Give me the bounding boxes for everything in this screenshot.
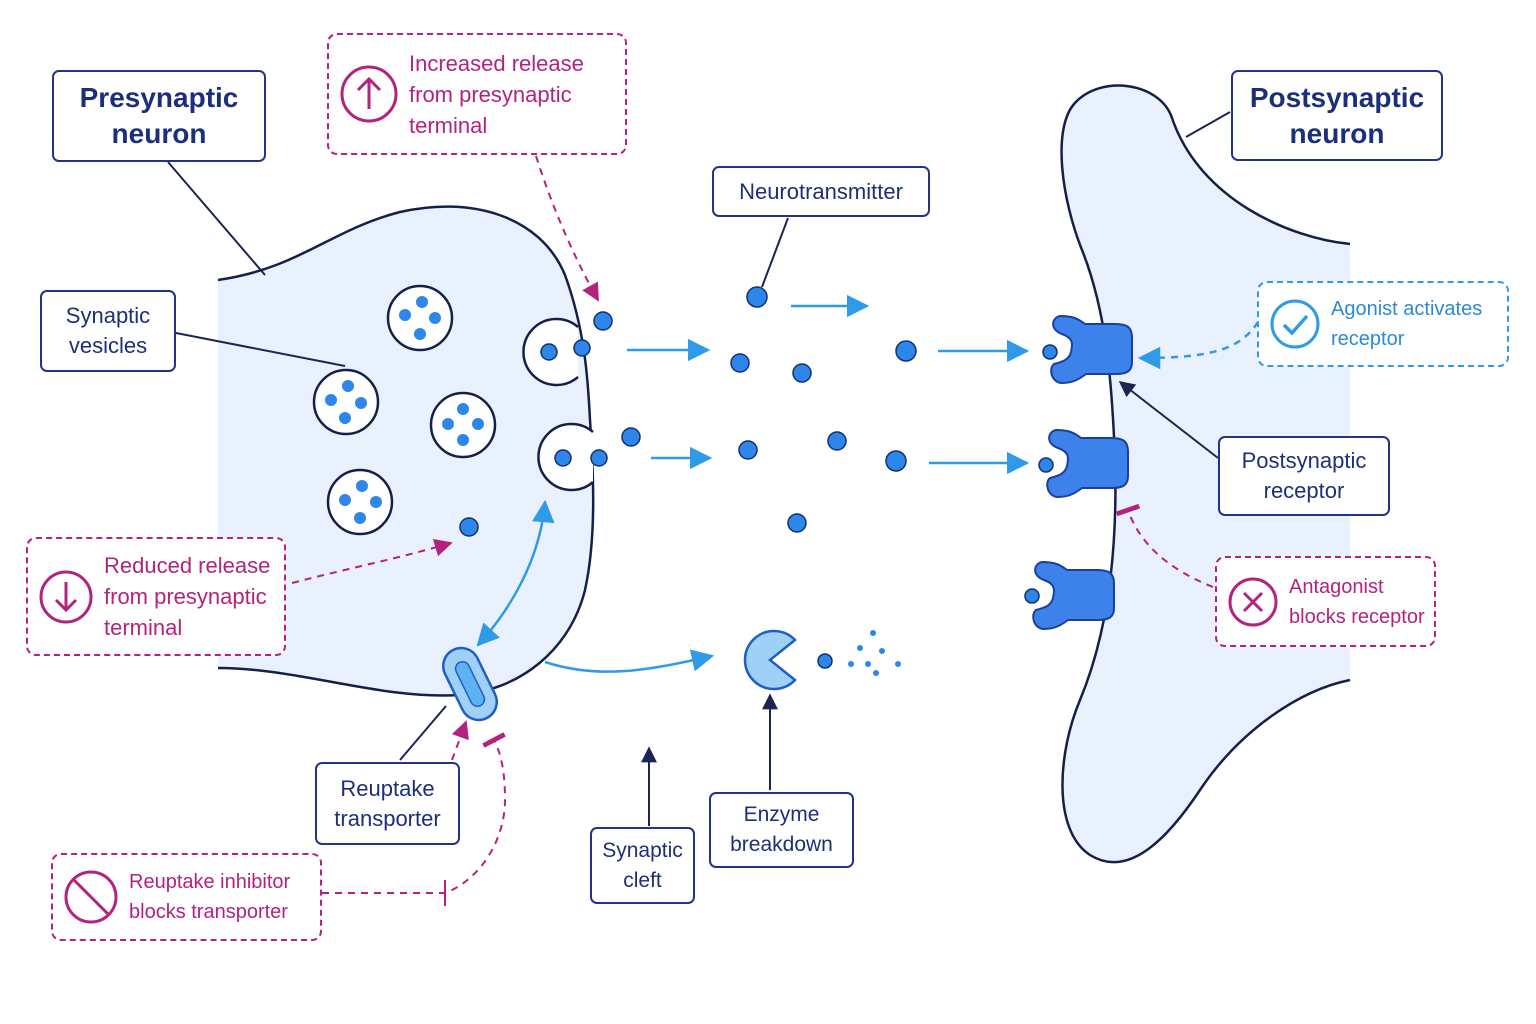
- synaptic-vesicle: [312, 368, 380, 436]
- release-pocket-2: [537, 422, 608, 492]
- postsynaptic-receptor-1: [1042, 314, 1133, 385]
- reuptake-transporter-label: Reuptake transporter: [315, 762, 460, 845]
- presynaptic-neuron-label: Presynaptic neuron: [52, 70, 266, 162]
- prohibited-icon: [64, 870, 118, 924]
- up-arrow-circle-icon: [340, 65, 398, 123]
- increased-release-annotation: Increased release from presynaptic termi…: [327, 33, 627, 155]
- increased-release-arrow: [535, 155, 599, 302]
- synaptic-vesicles-label: Synaptic vesicles: [40, 290, 176, 372]
- agonist-annotation: Agonist activates receptor: [1257, 281, 1509, 367]
- reduced-release-arrow: [291, 538, 453, 584]
- reduced-release-annotation: Reduced release from presynaptic termina…: [26, 537, 286, 656]
- postsynaptic-receptor-3: [1024, 560, 1115, 631]
- antagonist-block-line: [1115, 503, 1214, 588]
- postsynaptic-neuron-label: Postsynaptic neuron: [1231, 70, 1443, 161]
- postsynaptic-neuron-body: [1061, 85, 1350, 863]
- to-enzyme-arrow: [544, 649, 715, 673]
- neurotransmitter-label: Neurotransmitter: [712, 166, 930, 217]
- inhibitor-arrow: [451, 720, 469, 761]
- free-neurotransmitter: [459, 517, 479, 537]
- reuptake-inhibitor-annotation: Reuptake inhibitor blocks transporter: [51, 853, 322, 941]
- down-arrow-circle-icon: [39, 570, 93, 623]
- inhibitor-block-line: [322, 732, 507, 894]
- synaptic-vesicle: [386, 284, 454, 352]
- enzyme-breakdown-label: Enzyme breakdown: [709, 792, 854, 868]
- agonist-arrow: [1137, 321, 1260, 370]
- synaptic-cleft-label: Synaptic cleft: [590, 827, 695, 904]
- reuptake-arrow: [476, 499, 555, 647]
- synaptic-vesicle: [326, 468, 394, 536]
- release-pocket-1: [522, 317, 591, 387]
- postsynaptic-receptor-2: [1038, 428, 1129, 499]
- cleft-neurotransmitters: [593, 286, 917, 669]
- reuptake-transporter-protein: [441, 646, 499, 722]
- x-circle-icon: [1228, 577, 1278, 626]
- synaptic-vesicle: [429, 391, 497, 459]
- antagonist-annotation: Antagonist blocks receptor: [1215, 556, 1436, 647]
- breakdown-fragments: [848, 630, 901, 676]
- checkmark-circle-icon: [1270, 299, 1320, 349]
- enzyme-icon: [743, 629, 797, 691]
- postsynaptic-receptor-label: Postsynaptic receptor: [1218, 436, 1390, 516]
